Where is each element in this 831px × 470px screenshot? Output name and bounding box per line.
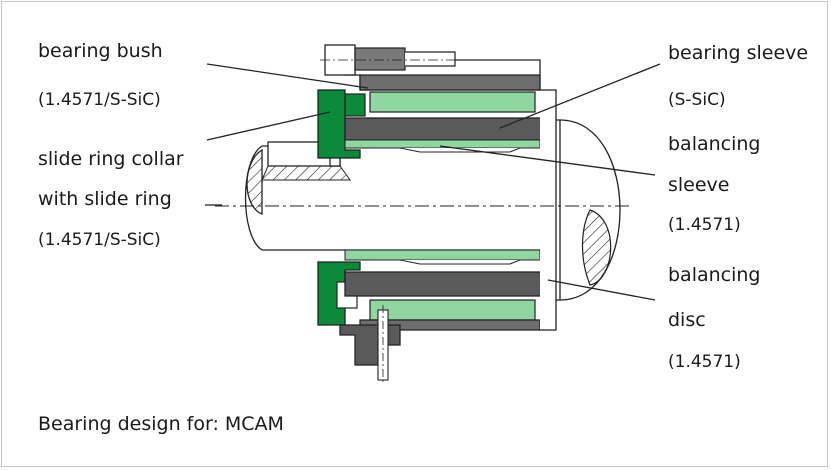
lower-bearing (317, 249, 553, 385)
label-bearing-sleeve-material: (S-SiC) (668, 90, 726, 110)
label-bearing-bush: bearing bush (38, 40, 163, 62)
label-bearing-sleeve: bearing sleeve (668, 42, 809, 64)
label-balancing-sleeve-2: sleeve (668, 174, 730, 196)
label-balancing-sleeve-material: (1.4571) (668, 215, 741, 235)
impeller-hub (540, 119, 621, 301)
label-slide-ring-collar: slide ring collar (38, 148, 184, 170)
housing-right (540, 89, 557, 331)
housing-top (320, 44, 541, 91)
label-balancing-sleeve-1: balancing (668, 133, 761, 155)
label-balancing-disc-2: disc (668, 309, 706, 331)
label-slide-ring-material: (1.4571/S-SiC) (38, 230, 161, 250)
label-bearing-bush-material: (1.4571/S-SiC) (38, 90, 161, 110)
label-balancing-disc-1: balancing (668, 264, 761, 286)
leader-lines (205, 63, 661, 301)
label-with-slide-ring: with slide ring (38, 188, 172, 210)
caption: Bearing design for: MCAM (38, 413, 284, 435)
upper-bearing (317, 89, 553, 159)
label-balancing-disc-material: (1.4571) (668, 352, 741, 372)
